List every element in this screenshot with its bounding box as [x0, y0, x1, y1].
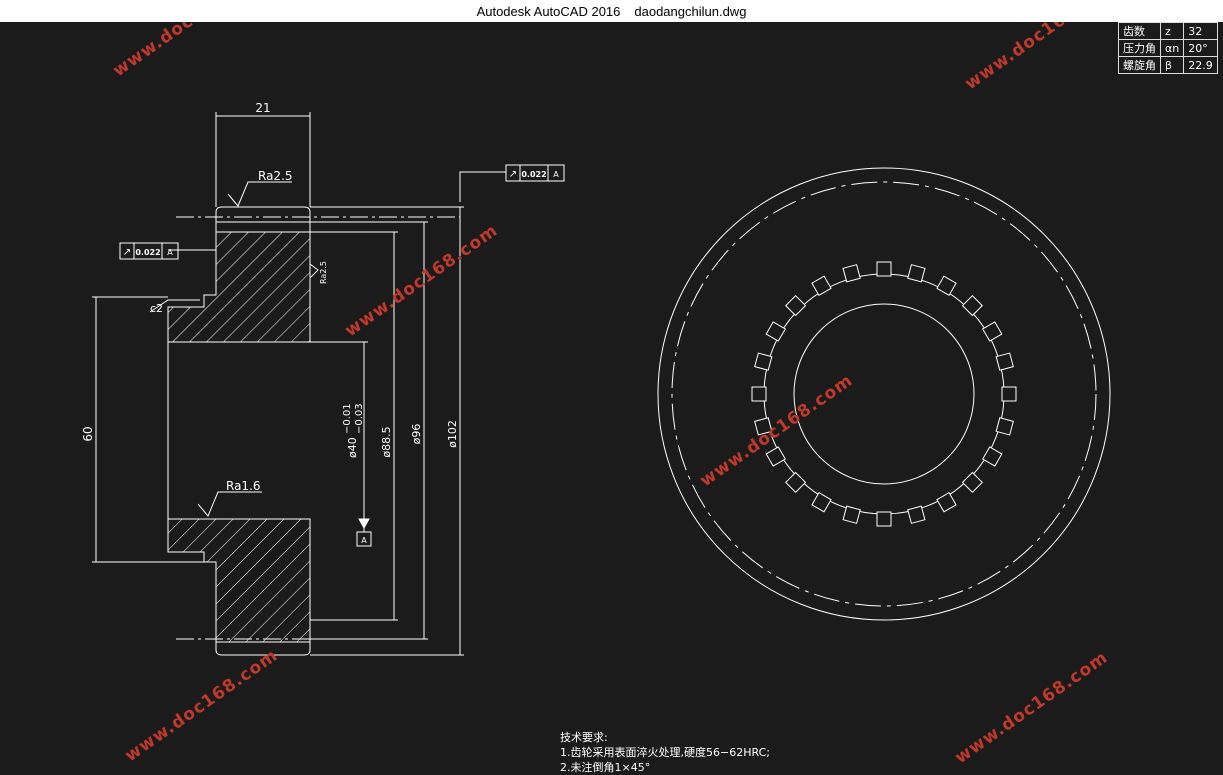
title-bar: Autodesk AutoCAD 2016 daodangchilun.dwg	[0, 0, 1223, 22]
spline-tooth	[995, 417, 1014, 436]
ra-side-text: Ra2.5	[319, 261, 328, 284]
tol-frame-top-right	[505, 164, 565, 182]
tol-left-symbol: ↗	[123, 247, 131, 258]
datum-triangle	[358, 518, 370, 530]
spline-tooth	[982, 446, 1003, 467]
tol-top-datum: A	[553, 170, 559, 179]
section-upper-hatch	[167, 231, 311, 343]
dim-text-60: 60	[81, 426, 95, 441]
leader-frame-top	[459, 171, 506, 202]
technical-notes: 技术要求: 1.齿轮采用表面淬火处理,硬度56−62HRC; 2.未注倒角1×4…	[560, 730, 770, 775]
dim-text-102: ø102	[446, 420, 459, 448]
spline-tooth	[907, 264, 926, 283]
notes-title: 技术要求:	[560, 731, 608, 744]
file-name: daodangchilun.dwg	[634, 3, 747, 19]
dim-text-40: ø40	[346, 437, 359, 458]
param-name: 螺旋角	[1118, 56, 1161, 74]
spline-tooth	[811, 275, 832, 296]
spline-tooth	[754, 417, 773, 436]
param-value: 22.9	[1183, 56, 1218, 74]
spline-tooth	[765, 446, 786, 467]
spline-tooth	[982, 321, 1003, 342]
ra-side-symbol	[309, 263, 319, 279]
watermark-1: www.doc168.com	[109, 22, 269, 81]
param-name: 压力角	[1118, 39, 1161, 57]
watermark-6: www.doc168.com	[951, 647, 1111, 766]
dim-text-40-tol-top: −0.01	[342, 403, 353, 434]
spline-tooth	[785, 471, 807, 493]
spline-tooth	[995, 352, 1014, 371]
spline-tooth	[811, 492, 832, 513]
ra-top-symbol	[227, 181, 292, 207]
ra-bore-text: Ra1.6	[226, 479, 261, 493]
dim-text-88: ø88.5	[380, 426, 393, 457]
param-symbol: αn	[1159, 39, 1185, 57]
watermark-3: www.doc168.com	[341, 220, 501, 341]
spline-tooth	[907, 505, 926, 524]
cad-drawing: 21 Ra2.5 Ra1.6 c2 Ra2.5 60 ø40 −0.01 −0.…	[81, 22, 1122, 766]
notes-line-2: 2.未注倒角1×45°	[560, 761, 651, 774]
rim-upper-outline	[215, 206, 311, 340]
spline-tooth	[876, 261, 892, 277]
param-value: 20°	[1183, 39, 1218, 57]
gear-parameter-table: 齿数 z 32 压力角 αn 20° 螺旋角 β 22.9	[1118, 22, 1218, 74]
spline-tooth	[842, 505, 861, 524]
datum-text: A	[361, 536, 367, 545]
ra-bore-symbol	[197, 491, 262, 517]
spline-tooth	[1001, 386, 1017, 402]
spline-tooth	[961, 295, 983, 317]
ra-top-text: Ra2.5	[258, 169, 293, 183]
chamfer-leader	[149, 299, 200, 313]
app-name: Autodesk AutoCAD 2016	[476, 3, 621, 19]
tol-left-datum: A	[167, 248, 173, 257]
param-symbol: z	[1159, 22, 1185, 40]
watermark-5: www.doc168.com	[121, 645, 281, 766]
rim-lower-outline	[215, 519, 311, 656]
spline-tooth	[785, 295, 807, 317]
watermark-4: www.doc168.com	[696, 370, 856, 491]
spline-tooth	[876, 511, 892, 527]
spline-tooth	[936, 275, 957, 296]
dim-text-21: 21	[255, 101, 270, 115]
drawing-canvas[interactable]: 21 Ra2.5 Ra1.6 c2 Ra2.5 60 ø40 −0.01 −0.…	[0, 22, 1223, 774]
param-symbol: β	[1159, 56, 1185, 74]
spline-tooth	[754, 352, 773, 371]
tol-top-symbol: ↗	[509, 169, 517, 180]
tol-left-value: 0.022	[135, 248, 160, 257]
datum-box	[356, 531, 372, 547]
spline-tooth	[936, 492, 957, 513]
spline-tooth	[961, 471, 983, 493]
chamfer-text: c2	[150, 302, 163, 315]
table-row: 齿数 z 32	[1118, 22, 1218, 40]
spline-tooth	[765, 321, 786, 342]
param-value: 32	[1183, 22, 1218, 40]
table-row: 螺旋角 β 22.9	[1118, 56, 1218, 74]
dim-text-40-tol-bot: −0.03	[354, 403, 365, 434]
outer-circle	[657, 167, 1111, 621]
bore-circle	[793, 303, 975, 485]
param-name: 齿数	[1118, 22, 1161, 40]
dim-text-96: ø96	[410, 424, 423, 445]
watermark-2: www.doc168.com	[961, 22, 1121, 94]
spline-teeth	[751, 261, 1017, 527]
spline-tooth	[842, 264, 861, 283]
notes-line-1: 1.齿轮采用表面淬火处理,硬度56−62HRC;	[560, 746, 770, 759]
spline-tooth	[751, 386, 767, 402]
tol-top-value: 0.022	[521, 170, 546, 179]
tol-frame-left	[119, 242, 179, 260]
pitch-circle	[671, 181, 1097, 607]
section-lower-hatch	[167, 518, 311, 643]
table-row: 压力角 αn 20°	[1118, 39, 1218, 57]
